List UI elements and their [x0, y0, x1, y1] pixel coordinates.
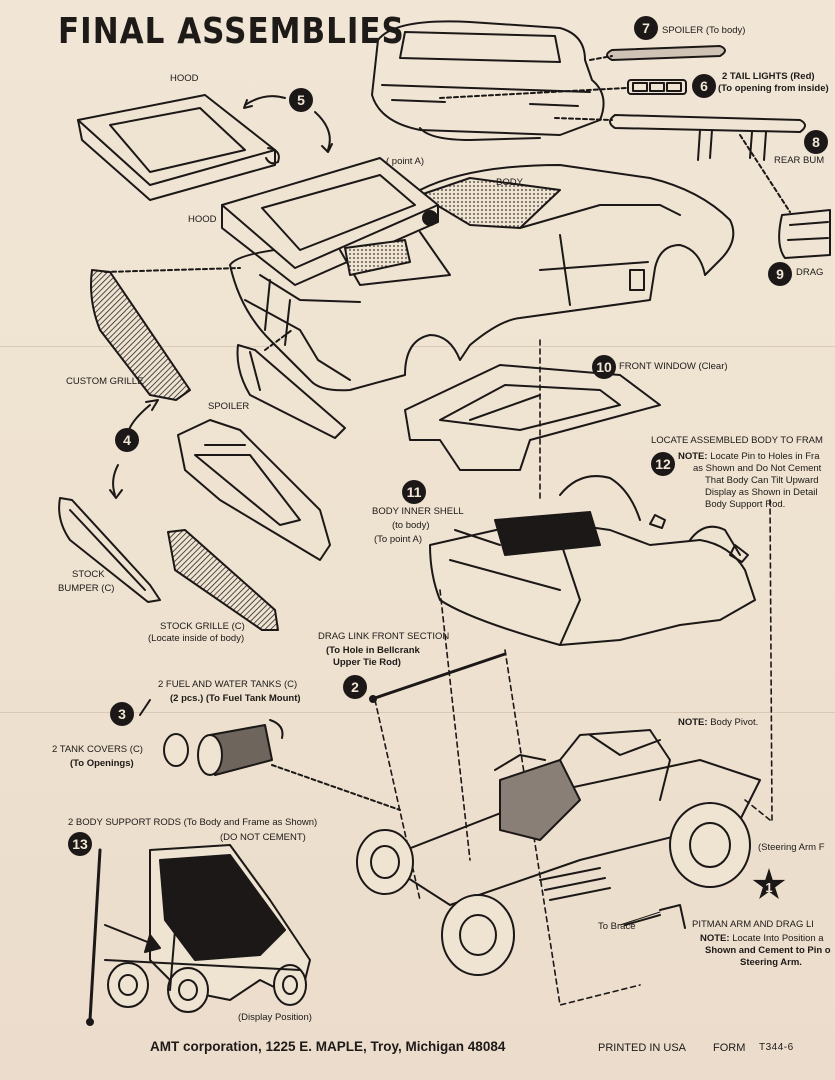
tail-lights-label: 2 TAIL LIGHTS (Red)	[722, 71, 815, 82]
hood-top-drawing	[77, 94, 280, 201]
step-10-badge: 10	[592, 355, 616, 379]
note-12-line-4: Display as Shown in Detail	[705, 487, 818, 498]
step-7-badge: 7	[634, 16, 658, 40]
fuel-tanks-label: 2 FUEL AND WATER TANKS (C)	[158, 679, 298, 690]
footer-company: AMT corporation, 1225 E. MAPLE, Troy, Mi…	[150, 1039, 506, 1054]
display-position-drawing	[86, 844, 311, 1026]
custom-grille-label: CUSTOM GRILLE	[66, 376, 144, 387]
front-spoiler-label: SPOILER	[208, 401, 250, 412]
point-a-label: ( point A)	[386, 156, 425, 167]
support-rods-label: 2 BODY SUPPORT RODS (To Body and Frame a…	[68, 817, 318, 828]
step-12-badge: 12	[651, 452, 675, 476]
tank-covers-label: 2 TANK COVERS (C)	[52, 744, 143, 755]
step-13-badge: 13	[68, 832, 92, 856]
stock-bumper-sub-label: BUMPER (C)	[58, 583, 115, 594]
note-12-line-2: as Shown and Do Not Cement	[693, 463, 822, 474]
drag-link-sub-2: Upper Tie Rod)	[333, 657, 401, 668]
pitman-note-2: Shown and Cement to Pin o	[705, 945, 831, 956]
step-2-badge: 2	[343, 675, 367, 699]
step-3-badge: 3	[110, 702, 134, 726]
note-12-line-5: Body Support Rod.	[705, 499, 786, 510]
stock-grille-sub-label: (Locate inside of body)	[148, 633, 245, 644]
step-11-badge: 11	[402, 480, 426, 504]
page-title: FINAL ASSEMBLIES	[58, 10, 405, 53]
tank-covers-sub-label: (To Openings)	[70, 758, 134, 769]
inner-shell-label: BODY INNER SHELL	[372, 506, 464, 517]
stock-grille-label: STOCK GRILLE (C)	[160, 621, 245, 632]
drag-label: DRAG	[796, 267, 824, 278]
rear-spoiler-drawing	[606, 45, 726, 61]
inner-shell-drawing	[429, 475, 756, 646]
footer-form-label: FORM	[713, 1042, 746, 1054]
locate-body-label: LOCATE ASSEMBLED BODY TO FRAM	[651, 435, 823, 446]
step-9-badge: 9	[768, 262, 792, 286]
hood-main-label: HOOD	[188, 214, 217, 225]
step-6-badge: 6	[692, 74, 716, 98]
to-brace-label: To Brace	[598, 921, 636, 932]
rear-body-drawing	[371, 20, 605, 141]
pitman-note-1: NOTE: Locate Into Position a	[700, 933, 824, 944]
hood-main-drawing	[221, 157, 439, 286]
fuel-tank-drawing	[163, 719, 284, 776]
step-8-badge: 8	[804, 130, 828, 154]
display-position-label: (Display Position)	[238, 1012, 312, 1023]
fold-line	[0, 346, 835, 347]
body-pivot-note: NOTE: Body Pivot.	[678, 717, 759, 728]
rear-spoiler-label: SPOILER (To body)	[662, 25, 746, 36]
note-12-line-1: NOTE: Locate Pin to Holes in Fra	[678, 451, 820, 462]
inner-shell-sub-1: (to body)	[392, 520, 430, 531]
support-rods-sub-label: (DO NOT CEMENT)	[220, 832, 306, 843]
fuel-tanks-sub-label: (2 pcs.) (To Fuel Tank Mount)	[170, 693, 301, 704]
inner-shell-sub-2: (To point A)	[374, 534, 423, 545]
pitman-note-3: Steering Arm.	[740, 957, 802, 968]
hood-top-label: HOOD	[170, 73, 199, 84]
front-window-drawing	[404, 364, 661, 471]
tail-lights-sub-label: (To opening from inside)	[718, 83, 829, 94]
drag-link-sub-1: (To Hole in Bellcrank	[326, 645, 420, 656]
steering-arm-label: (Steering Arm F	[758, 842, 825, 853]
fold-line	[0, 712, 835, 713]
rear-bumper-label: REAR BUM	[774, 155, 825, 166]
step-4-badge: 4	[115, 428, 139, 452]
note-12-line-3: That Body Can Tilt Upward	[705, 475, 819, 486]
drag-link-label: DRAG LINK FRONT SECTION	[318, 631, 450, 642]
stock-bumper-label: STOCK	[72, 569, 105, 580]
main-body-drawing	[229, 164, 735, 392]
body-label: BODY	[496, 177, 523, 188]
chassis-drawing	[356, 729, 761, 976]
front-window-label: FRONT WINDOW (Clear)	[619, 361, 728, 372]
pitman-arm-label: PITMAN ARM AND DRAG LI	[692, 919, 814, 930]
footer-form-number: T344-6	[759, 1042, 794, 1053]
step-5-badge: 5	[289, 88, 313, 112]
footer-printed: PRINTED IN USA	[598, 1042, 687, 1054]
